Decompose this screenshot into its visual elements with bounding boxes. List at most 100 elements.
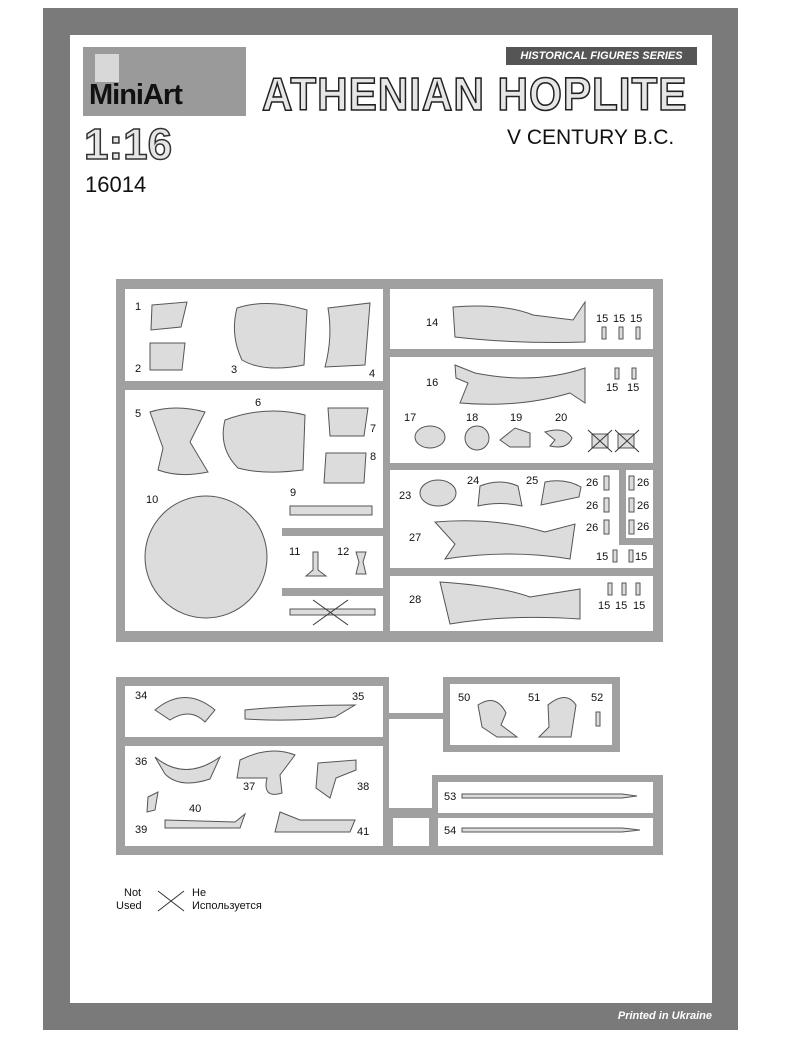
miniart-logo: MiniArt [83, 47, 246, 116]
label-5: 5 [135, 408, 141, 420]
part-17 [414, 425, 446, 449]
part-19 [499, 427, 531, 448]
parts-15-pegs [601, 326, 641, 596]
label-27: 27 [409, 532, 421, 544]
label-36: 36 [135, 756, 147, 768]
label-39: 39 [135, 824, 147, 836]
part-35 [244, 704, 357, 721]
legend-ru-line1: Не [192, 887, 207, 899]
label-41: 41 [357, 826, 369, 838]
label-53: 53 [444, 791, 456, 803]
label-3: 3 [231, 364, 237, 376]
part-11 [304, 551, 328, 577]
part-labels: 1 2 3 4 5 6 7 8 9 10 11 12 14 15 15 15 1… [135, 301, 649, 838]
label-4: 4 [369, 368, 375, 380]
printed-in-label: Printed in Ukraine [617, 1010, 712, 1022]
label-11: 11 [289, 546, 300, 558]
part-9 [289, 505, 373, 516]
part-5 [149, 407, 209, 476]
label-34: 34 [135, 690, 147, 702]
label-15c: 15 [630, 313, 642, 325]
label-26c: 26 [586, 522, 598, 534]
label-20: 20 [555, 412, 567, 424]
label-15i: 15 [615, 600, 627, 612]
parts-26-pegs [603, 475, 635, 535]
label-38: 38 [357, 781, 369, 793]
label-15b: 15 [613, 313, 625, 325]
part-4 [324, 302, 371, 368]
label-14: 14 [426, 317, 438, 329]
label-51: 51 [528, 692, 540, 704]
legend-ru-line2: Используется [192, 900, 262, 912]
kit-scale: 1:16 [83, 120, 173, 170]
label-15h: 15 [598, 600, 610, 612]
label-17: 17 [404, 412, 416, 424]
label-26f: 26 [637, 521, 649, 533]
part-24 [477, 481, 523, 507]
part-28 [439, 581, 581, 625]
part-1 [150, 301, 188, 331]
logo-text: MiniArt [89, 79, 183, 111]
label-15j: 15 [633, 600, 645, 612]
label-52: 52 [591, 692, 603, 704]
label-26b: 26 [586, 500, 598, 512]
label-7: 7 [370, 423, 376, 435]
kit-subtitle: V CENTURY B.C. [507, 126, 675, 149]
label-10: 10 [146, 494, 158, 506]
kit-number: 16014 [85, 172, 147, 197]
part-25 [540, 480, 582, 506]
legend-not-used-ru: Не Используется [192, 887, 262, 913]
part-8 [323, 452, 367, 484]
label-2: 2 [135, 363, 141, 375]
label-50: 50 [458, 692, 470, 704]
label-24: 24 [467, 475, 479, 487]
part-14 [452, 300, 586, 343]
label-18: 18 [466, 412, 478, 424]
part-unused-spike [289, 608, 376, 616]
part-38 [315, 759, 357, 799]
not-used-cross [312, 599, 349, 626]
part-34 [154, 697, 216, 723]
label-9: 9 [290, 487, 296, 499]
part-27 [433, 520, 576, 560]
part-3 [233, 302, 308, 369]
part-7 [327, 407, 369, 437]
label-35: 35 [352, 691, 364, 703]
part-50 [477, 700, 519, 738]
part-39 [146, 791, 159, 813]
part-37 [236, 750, 296, 795]
label-6: 6 [255, 397, 261, 409]
part-2 [149, 342, 186, 371]
legend-cross-icon [157, 890, 185, 912]
label-15a: 15 [596, 313, 608, 325]
part-6 [222, 410, 306, 473]
label-28: 28 [409, 594, 421, 606]
legend-not-used-en: Not Used [116, 887, 142, 913]
part-20 [543, 429, 573, 448]
label-15f: 15 [596, 551, 608, 563]
label-40: 40 [189, 803, 201, 815]
part-54 [461, 827, 641, 833]
label-15g: 15 [635, 551, 647, 563]
label-19: 19 [510, 412, 522, 424]
legend-en-line2: Used [116, 900, 142, 912]
part-41 [274, 811, 356, 833]
label-8: 8 [370, 451, 376, 463]
part-51 [537, 697, 577, 738]
parts [144, 300, 641, 833]
series-badge: HISTORICAL FIGURES SERIES [506, 47, 697, 65]
part-12 [355, 551, 367, 575]
kit-title: ATHENIAN HOPLITE [261, 68, 688, 120]
label-26e: 26 [637, 500, 649, 512]
legend-en-line1: Not [124, 887, 142, 899]
part-40 [164, 812, 247, 829]
label-15e: 15 [627, 382, 639, 394]
label-25: 25 [526, 475, 538, 487]
not-used-parts-crossed [587, 429, 640, 453]
part-10 [144, 495, 268, 619]
part-23 [419, 479, 457, 507]
label-15d: 15 [606, 382, 618, 394]
label-26d: 26 [637, 477, 649, 489]
label-54: 54 [444, 825, 456, 837]
